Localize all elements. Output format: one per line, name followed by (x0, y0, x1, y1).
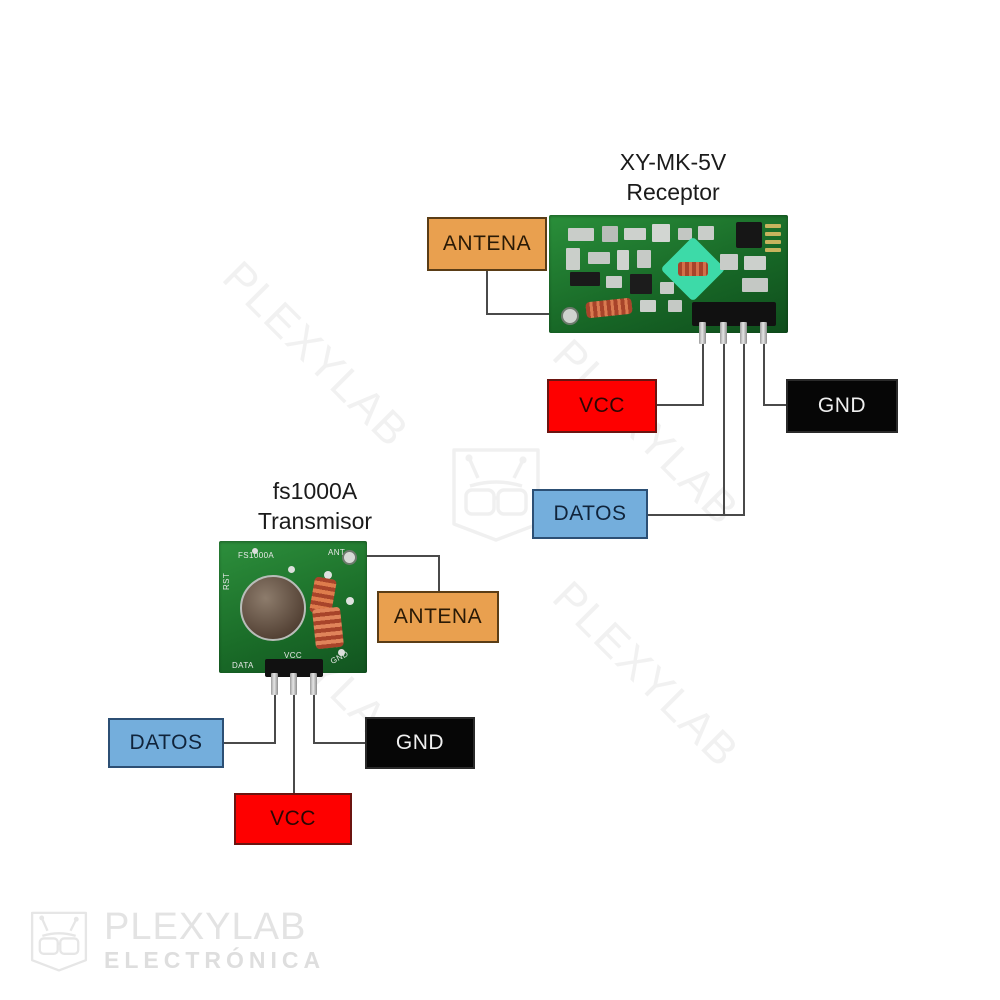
transmitter-silk-rst: RST (222, 572, 231, 590)
wire-receiver-datos (648, 514, 745, 516)
receiver-pin-vcc (699, 322, 706, 344)
wire-transmitter-datos (274, 692, 276, 744)
wire-transmitter-datos (224, 742, 276, 744)
watermark-plexylab: PLEXYLAB (543, 572, 749, 778)
transmitter-silk-vcc: VCC (284, 651, 303, 660)
transmitter-pin-header (265, 659, 323, 677)
logo-tagline: ELECTRÓNICA (104, 947, 326, 973)
transmitter-silk-fs1000a: FS1000A (238, 551, 275, 560)
transmitter-gnd-label[interactable]: GND (365, 717, 475, 769)
transmitter-pin-gnd (310, 673, 317, 695)
receiver-title-line2: Receptor (626, 178, 720, 205)
transmitter-vcc-label[interactable]: VCC (234, 793, 352, 845)
wire-transmitter-gnd (313, 692, 315, 744)
transmitter-pin-data (271, 673, 278, 695)
receiver-pin-data-2 (740, 322, 747, 344)
receiver-title-line1: XY-MK-5V (619, 149, 727, 175)
wire-receiver-vcc (702, 336, 704, 406)
receiver-datos-label[interactable]: DATOS (532, 489, 648, 539)
logo-name: PLEXYLAB (104, 906, 307, 948)
transmitter-title-line2: Transmisor (257, 507, 373, 534)
wire-receiver-datos (723, 336, 725, 516)
transmitter-pin-vcc (290, 673, 297, 695)
receiver-pin-gnd (760, 322, 767, 344)
transmitter-title: fs1000A Transmisor (205, 477, 425, 537)
receiver-title: XY-MK-5V Receptor (548, 148, 798, 208)
wire-transmitter-gnd (313, 742, 367, 744)
transmitter-antenna-pad (342, 550, 357, 565)
robot-glasses-icon (28, 909, 90, 972)
watermark-plexylab: PLEXYLAB (213, 252, 419, 458)
wire-transmitter-vcc (293, 692, 295, 795)
receiver-pin-data-1 (720, 322, 727, 344)
wire-receiver-antena (486, 313, 566, 315)
receiver-antenna-pad (561, 307, 579, 325)
transmitter-coil (311, 606, 345, 650)
wire-receiver-gnd (763, 336, 765, 406)
wire-receiver-gnd (763, 404, 788, 406)
watermark-robot-icon (448, 444, 544, 544)
wire-receiver-datos (743, 336, 745, 516)
transmitter-saw-resonator (240, 575, 306, 641)
wire-transmitter-antena (438, 555, 440, 593)
receiver-vcc-label[interactable]: VCC (547, 379, 657, 433)
transmitter-datos-label[interactable]: DATOS (108, 718, 224, 768)
transmitter-silk-data: DATA (232, 661, 254, 670)
wire-receiver-vcc (657, 404, 704, 406)
transmitter-silk-ant: ANT (328, 548, 346, 557)
receiver-antena-label[interactable]: ANTENA (427, 217, 547, 271)
wire-transmitter-antena (348, 555, 440, 557)
plexylab-logo: PLEXYLAB ELECTRÓNICA (28, 908, 325, 972)
wire-receiver-antena (486, 271, 488, 315)
transmitter-title-line1: fs1000A (272, 478, 358, 504)
transmitter-antena-label[interactable]: ANTENA (377, 591, 499, 643)
receiver-gnd-label[interactable]: GND (786, 379, 898, 433)
